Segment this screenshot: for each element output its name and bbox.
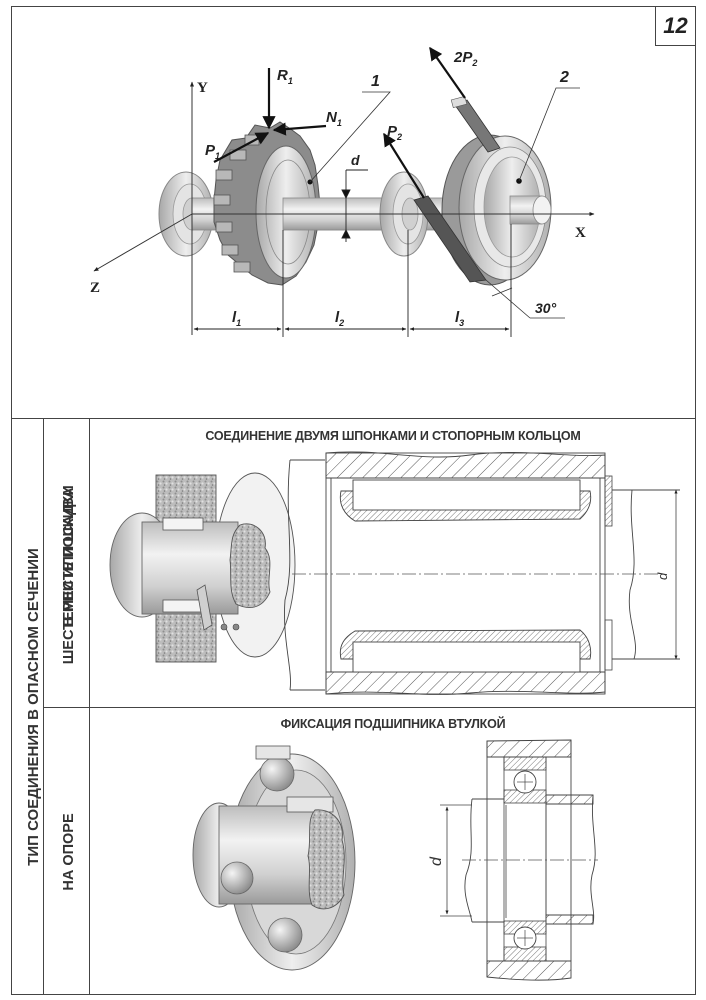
row2-title: ФИКСАЦИЯ ПОДШИПНИКА ВТУЛКОЙ — [280, 717, 506, 731]
force-n1-label: N1 — [326, 109, 342, 128]
force-p1-label: P1 — [205, 142, 220, 161]
belt-angle-annotation — [485, 279, 565, 319]
coordinate-axes — [93, 81, 595, 335]
length-l2-label: l2 — [335, 309, 344, 328]
force-arrows — [213, 46, 466, 199]
row2-dim-label: d — [428, 856, 445, 866]
length-l1-label: l1 — [232, 309, 241, 328]
pulley — [441, 134, 552, 286]
bearing-sleeve-section — [440, 739, 598, 981]
x-axis-label: X — [575, 225, 586, 241]
belt-angle-label: 30° — [535, 300, 557, 316]
bearing-sleeve-3d — [192, 745, 356, 971]
force-2p2-arrow — [429, 46, 466, 99]
shaft-assembly — [158, 95, 552, 286]
divider-top-table — [11, 418, 696, 419]
shaft-diameter-label: d — [351, 152, 360, 168]
sheet-number: 12 — [655, 6, 696, 46]
force-r1-label: R1 — [277, 67, 293, 86]
y-axis-label: Y — [197, 80, 208, 96]
drawing-frame — [11, 6, 696, 995]
keyed-joint-3d — [109, 472, 296, 663]
divider-col2 — [89, 418, 90, 995]
force-p1-arrow — [213, 132, 270, 163]
force-n1-arrow — [272, 122, 327, 136]
shaft-diameter-dimension — [341, 169, 368, 242]
row1-title: СОЕДИНЕНИЕ ДВУМЯ ШПОНКАМИ И СТОПОРНЫМ КО… — [205, 429, 581, 443]
force-p2-arrow — [383, 132, 425, 199]
z-axis-label: Z — [90, 280, 100, 296]
divider-row — [43, 707, 696, 708]
callout-pulley: 2 — [559, 69, 569, 86]
length-dimensions — [193, 224, 512, 337]
callout-lines — [309, 87, 580, 183]
length-l3-label: l3 — [455, 309, 464, 328]
divider-col1 — [43, 418, 44, 995]
keyed-joint-section — [284, 451, 680, 695]
force-2p2-label: 2P2 — [453, 49, 477, 68]
row1-dim-label: d — [655, 572, 670, 580]
force-p2-label: P2 — [387, 123, 402, 142]
callout-gear: 1 — [371, 73, 380, 90]
z-axis — [93, 213, 193, 272]
